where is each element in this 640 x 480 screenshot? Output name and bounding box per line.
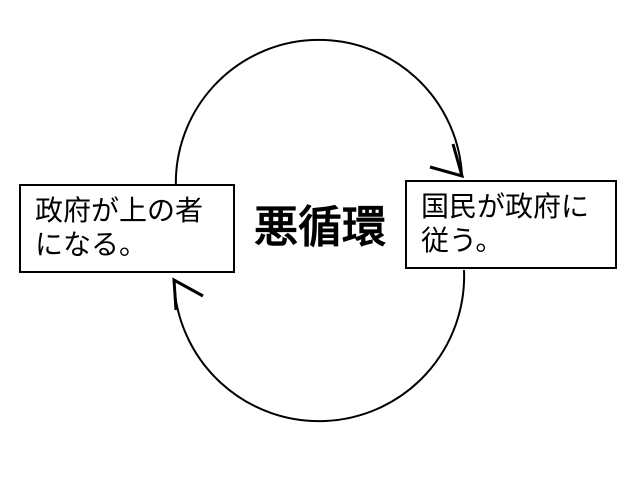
upper-arc — [174, 38, 463, 191]
left-box-line-1: 政府が上の者 — [35, 194, 204, 227]
left-box-government-above: 政府が上の者 になる。 — [19, 184, 235, 273]
left-box-line-2: になる。 — [35, 228, 148, 261]
center-label-vicious-cycle: 悪循環 — [254, 202, 386, 253]
right-box-line-1: 国民が政府に — [421, 190, 590, 223]
lower-arc — [173, 269, 466, 423]
right-box-citizens-obey: 国民が政府に 従う。 — [405, 180, 617, 269]
right-box-line-2: 従う。 — [421, 224, 504, 257]
upper-arrowhead — [429, 143, 465, 179]
lower-arrowhead — [172, 277, 204, 311]
